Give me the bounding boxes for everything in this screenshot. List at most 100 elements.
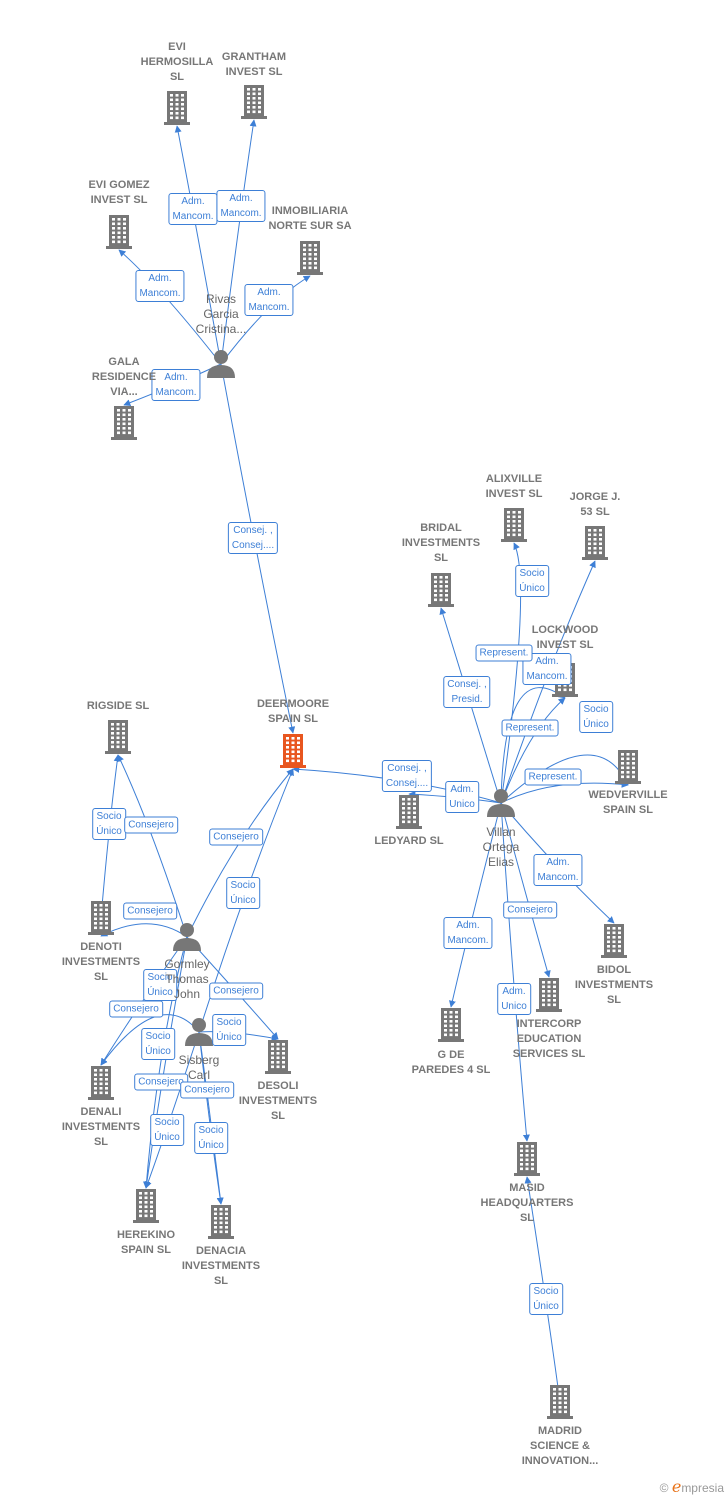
relation-label: Socio Único	[226, 877, 260, 909]
node-label-jorge[interactable]: JORGE J. 53 SL	[569, 491, 621, 518]
node-label-rivas[interactable]: Rivas Garcia Cristina...	[195, 292, 247, 336]
building-icon[interactable]	[297, 241, 323, 275]
building-icon[interactable]	[111, 406, 137, 440]
node-label-denacia[interactable]: DENACIA INVESTMENTS SL	[181, 1245, 261, 1287]
relation-edge	[117, 754, 188, 938]
person-icon[interactable]	[487, 789, 515, 817]
brand-watermark: © empresia	[660, 1477, 724, 1496]
relation-label: Socio Único	[141, 1028, 175, 1060]
relation-label: Consejero	[209, 982, 263, 1000]
node-label-herekino[interactable]: HEREKINO SPAIN SL	[116, 1229, 176, 1256]
building-icon[interactable]	[536, 978, 562, 1012]
building-icon[interactable]	[601, 924, 627, 958]
relation-label: Consejero	[123, 902, 177, 920]
relation-edge	[500, 542, 522, 804]
relation-edge	[500, 780, 629, 804]
relation-label: Represent.	[475, 644, 533, 662]
building-icon[interactable]	[265, 1040, 291, 1074]
building-icon[interactable]	[438, 1008, 464, 1042]
relation-label: Consej. , Consej....	[227, 522, 279, 554]
node-label-denoti[interactable]: DENOTI INVESTMENTS SL	[61, 941, 141, 983]
node-label-masid[interactable]: MASID HEADQUARTERS SL	[480, 1182, 574, 1224]
relation-edge	[500, 802, 551, 978]
node-label-denali[interactable]: DENALI INVESTMENTS SL	[61, 1106, 141, 1148]
relation-edge	[174, 125, 222, 365]
relation-label: Adm. Mancom.	[244, 284, 294, 316]
relation-label: Represent.	[501, 719, 559, 737]
node-label-villan[interactable]: Villan Ortega Elias	[482, 825, 520, 869]
relation-label: Socio Único	[150, 1114, 184, 1146]
building-icon[interactable]	[88, 1066, 114, 1100]
relation-edge	[500, 697, 566, 804]
relation-label: Consejero	[124, 816, 178, 834]
relation-label: Represent.	[524, 768, 582, 786]
relation-label: Socio Único	[529, 1283, 563, 1315]
building-icon[interactable]	[106, 215, 132, 249]
relation-label: Adm. Mancom.	[216, 190, 266, 222]
relation-edge	[100, 923, 188, 938]
node-label-rigside[interactable]: RIGSIDE SL	[86, 700, 150, 712]
relation-label: Socio Único	[515, 565, 549, 597]
relation-label: Consejero	[134, 1073, 188, 1091]
relation-edge	[143, 936, 188, 1189]
building-icon[interactable]	[133, 1189, 159, 1223]
node-label-lockwood[interactable]: LOCKWOOD INVEST SL	[531, 624, 599, 651]
relation-label: Adm. Unico	[445, 781, 479, 813]
node-label-sisberg[interactable]: Sisberg Carl	[178, 1053, 220, 1082]
person-icon[interactable]	[185, 1018, 213, 1046]
node-label-evi-hermosilla[interactable]: EVI HERMOSILLA SL	[140, 41, 214, 83]
building-icon[interactable]	[428, 573, 454, 607]
relation-label: Socio Único	[143, 969, 177, 1001]
relation-label: Consejero	[209, 828, 263, 846]
relation-label: Consej. , Presid.	[443, 676, 491, 708]
node-label-inmobiliaria[interactable]: INMOBILIARIA NORTE SUR SA	[268, 205, 352, 232]
node-label-alixville[interactable]: ALIXVILLE INVEST SL	[485, 473, 543, 500]
node-label-intercorp[interactable]: INTERCORP EDUCATION SERVICES SL	[512, 1018, 586, 1060]
building-icon[interactable]	[582, 526, 608, 560]
node-label-grantham[interactable]: GRANTHAM INVEST SL	[221, 51, 287, 78]
relation-label: Consejero	[503, 901, 557, 919]
building-icon[interactable]	[241, 85, 267, 119]
brand-initial: e	[671, 1477, 682, 1496]
copyright-symbol: ©	[659, 1481, 669, 1495]
building-icon[interactable]	[501, 508, 527, 542]
person-icon[interactable]	[173, 923, 201, 951]
relation-label: Adm. Unico	[497, 983, 531, 1015]
relation-label: Adm. Mancom.	[151, 369, 201, 401]
relation-label: Adm. Mancom.	[443, 917, 493, 949]
building-icon[interactable]	[396, 795, 422, 829]
node-label-ledyard[interactable]: LEDYARD SL	[374, 835, 444, 847]
building-icon[interactable]	[88, 901, 114, 935]
building-icon[interactable]	[514, 1142, 540, 1176]
node-label-deermoore[interactable]: DEERMOORE SPAIN SL	[256, 698, 330, 725]
building-icon[interactable]	[547, 1385, 573, 1419]
relation-label: Socio Único	[579, 701, 613, 733]
relation-label: Socio Único	[212, 1014, 246, 1046]
relation-edge	[500, 687, 566, 804]
relation-edge	[186, 768, 294, 938]
node-label-bidol[interactable]: BIDOL INVESTMENTS SL	[574, 964, 654, 1006]
building-icon[interactable]	[615, 750, 641, 784]
building-icon[interactable]	[105, 720, 131, 754]
node-label-gde-paredes[interactable]: G DE PAREDES 4 SL	[411, 1049, 491, 1076]
person-icon[interactable]	[207, 350, 235, 378]
building-icon[interactable]	[164, 91, 190, 125]
relation-label: Socio Único	[194, 1122, 228, 1154]
node-label-gormley[interactable]: Gormley Thomas John	[164, 957, 210, 1001]
brand-name: mpresia	[681, 1481, 724, 1495]
node-label-desoli[interactable]: DESOLI INVESTMENTS SL	[238, 1080, 318, 1122]
relation-label: Adm. Mancom.	[135, 270, 185, 302]
building-icon[interactable]	[280, 734, 306, 768]
building-icon[interactable]	[208, 1205, 234, 1239]
relation-label: Adm. Mancom.	[168, 193, 218, 225]
relation-label: Consejero	[109, 1000, 163, 1018]
node-label-bridal[interactable]: BRIDAL INVESTMENTS SL	[401, 522, 481, 564]
relation-label: Consej. , Consej....	[381, 760, 433, 792]
node-label-wedverville[interactable]: WEDVERVILLE SPAIN SL	[588, 789, 668, 816]
node-label-evi-gomez[interactable]: EVI GOMEZ INVEST SL	[88, 179, 150, 206]
relation-label: Socio Único	[92, 808, 126, 840]
relation-label: Adm. Mancom.	[522, 653, 572, 685]
node-label-gala[interactable]: GALA RESIDENCE VIA...	[91, 356, 157, 398]
node-label-madrid-science[interactable]: MADRID SCIENCE & INNOVATION...	[521, 1425, 599, 1467]
